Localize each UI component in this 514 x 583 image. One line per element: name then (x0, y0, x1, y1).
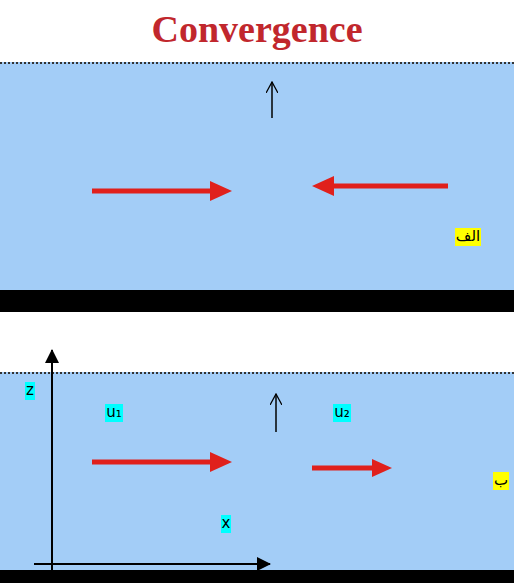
surface-line (0, 372, 514, 374)
velocity-label: u₂ (333, 404, 351, 421)
upwelling-arrow (271, 82, 273, 118)
flow-arrow (92, 189, 214, 194)
axis-label: x (221, 515, 232, 532)
velocity-label: u₁ (105, 404, 123, 421)
flow-arrow (92, 460, 214, 465)
bottom-bar (0, 290, 514, 312)
flow-arrowhead (210, 181, 232, 201)
z-axis (51, 350, 53, 578)
axis-label: z (25, 382, 35, 399)
water-layer (0, 62, 514, 290)
x-axis (34, 563, 270, 565)
flow-arrowhead (312, 176, 334, 196)
panel-label: الف (455, 228, 481, 245)
flow-arrowhead (210, 452, 232, 472)
flow-arrow (330, 184, 448, 189)
bottom-bar (0, 570, 514, 583)
flow-arrowhead (372, 459, 392, 477)
diagram-title: Convergence (151, 8, 362, 52)
upwelling-arrow (275, 394, 277, 432)
flow-arrow (312, 466, 376, 471)
panel-label: ب (493, 472, 509, 489)
water-layer (0, 372, 514, 570)
surface-line (0, 62, 514, 64)
